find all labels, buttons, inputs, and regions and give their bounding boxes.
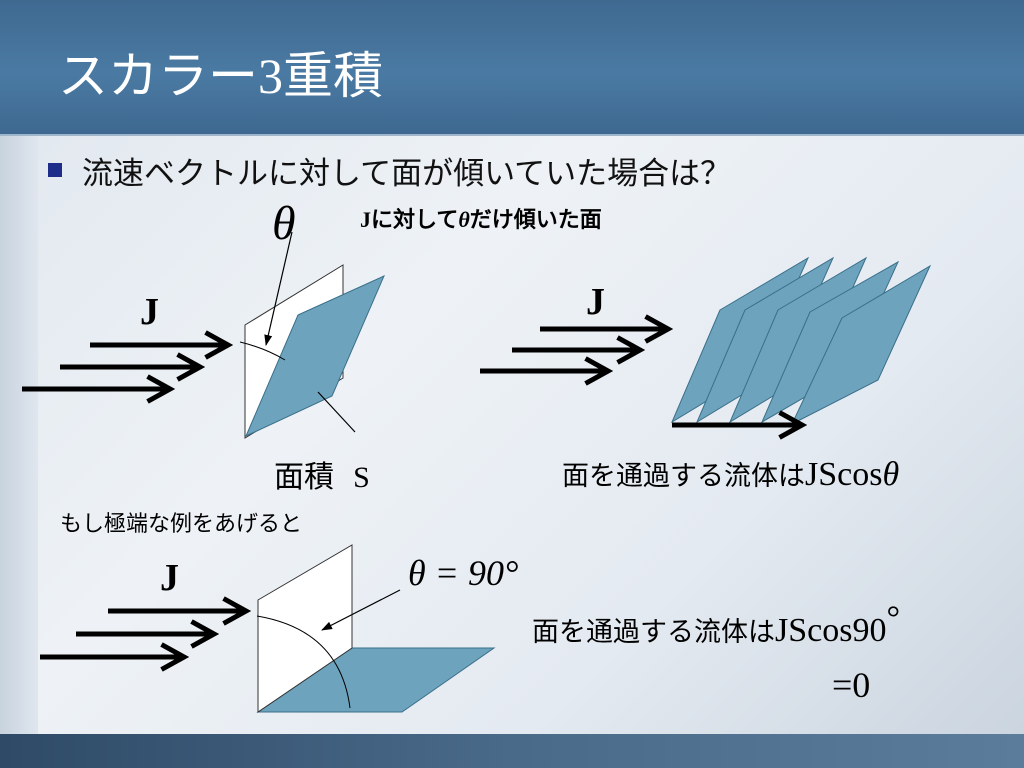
tilted-caption: Jに対してθだけ傾いた面 [360,202,602,234]
area-label-text: 面積 [274,460,334,495]
diagram-tilted-plane [22,231,385,439]
slide-title: スカラー3重積 [58,36,383,108]
vertical-plane-90 [257,544,353,713]
flux-theta: θ [882,456,900,493]
flux-prefix: 面を通過する流体は [562,461,805,492]
bottom-decor-bar [0,734,1024,768]
flux90-prefix: 面を通過する流体は [532,617,775,648]
right-angle-arc [256,615,351,709]
area-symbol: S [353,461,370,494]
title-tail: 重積 [283,47,383,105]
tilted-caption-j: J [360,207,371,232]
j-label-bottom: J [160,557,179,599]
flux90-degree: ° [886,600,901,637]
theta-90-label: θ = 90° [408,553,519,593]
left-decor-bar [0,136,38,736]
theta-label: θ [272,197,296,250]
flux-caption: 面を通過する流体はJScosθ [562,454,899,494]
title-band: スカラー3重積 [0,0,1024,136]
tilted-plane [245,275,385,438]
tilted-caption-end: だけ傾いた面 [469,208,602,233]
title-main: スカラー [58,47,258,105]
flux-formula: JScos [805,456,883,493]
extreme-example: もし極端な例をあげると [60,512,303,537]
bullet-text: 流速ベクトルに対して面が傾いていた場合は？ [82,156,732,192]
diagram-90-degree [40,544,496,713]
theta-pointer [264,231,293,346]
area-label: 面積 S [274,452,370,496]
tilted-caption-rest: に対して [371,208,459,233]
title-number: 3 [258,48,283,104]
tilted-caption-theta: θ [458,207,470,232]
flux90-result: =0 [832,665,871,705]
diagram-stacked-planes [480,256,932,426]
theta-arc [239,341,286,361]
theta90-pointer [321,589,401,631]
flux90-caption: 面を通過する流体はJScos90° [532,600,900,650]
j-label-left: J [140,291,159,333]
bullet-square-icon [48,163,62,177]
flux90-formula: JScos90 [775,612,887,649]
j-label-right: J [586,281,605,323]
stacked-plane-5 [790,264,932,426]
area-pointer [317,391,356,433]
